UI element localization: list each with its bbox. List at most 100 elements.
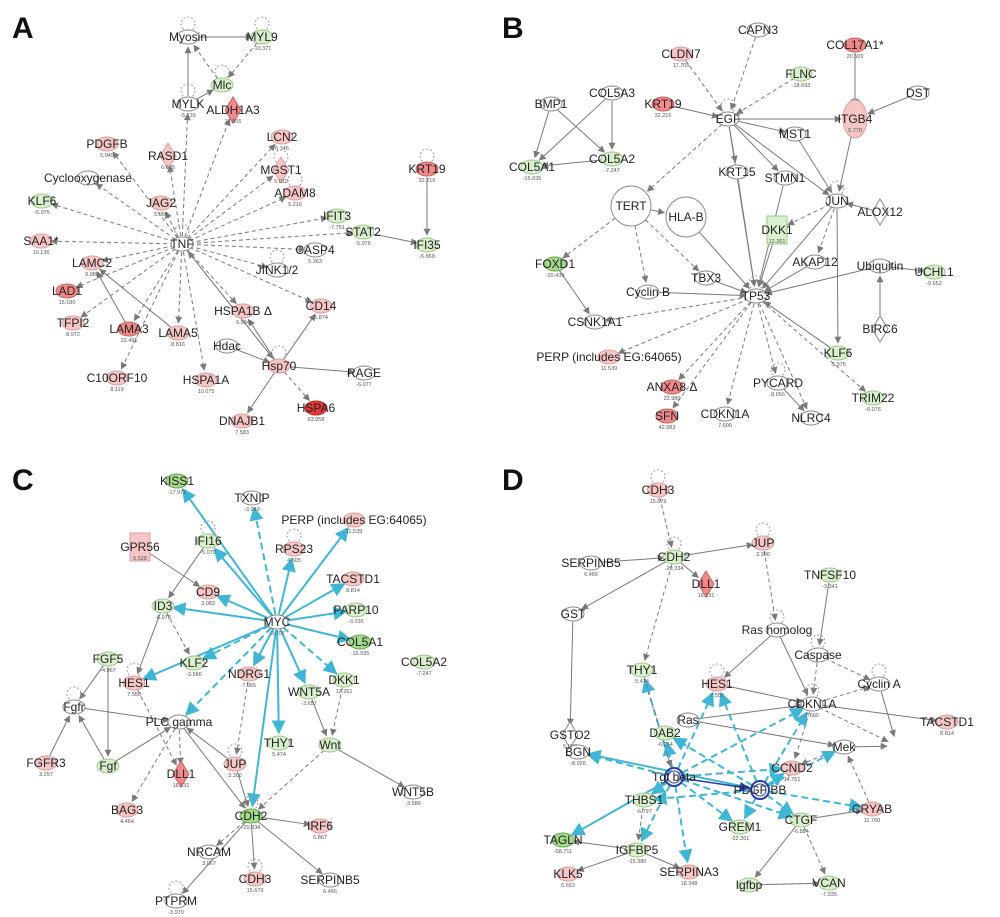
node-krt15[interactable]: KRT15 (718, 164, 756, 180)
node-bgn[interactable]: BGN-8.926 (565, 744, 591, 767)
node-parp10[interactable]: PARP10-3.035 (333, 602, 379, 625)
node-kiss1[interactable]: KISS1-17.972 (160, 473, 194, 496)
node-cdh2c[interactable]: CDH2-20.334 (235, 795, 268, 831)
node-rashom[interactable]: Ras homolog (742, 609, 813, 638)
node-cyclina[interactable]: Cyclin A (857, 663, 901, 692)
node-trim22[interactable]: TRIM22-6.076 (852, 390, 895, 413)
node-tagln[interactable]: TAGLN-58.711 (543, 832, 583, 855)
node-fgf5[interactable]: FGF5-4.967 (93, 651, 124, 674)
node-ifit3[interactable]: IFIT3-7.751 (323, 208, 351, 231)
node-id3[interactable]: ID3-6.978 (151, 598, 175, 621)
node-akap12[interactable]: AKAP12 (792, 254, 838, 270)
node-myl9[interactable]: MYL9-10.371 (246, 16, 278, 52)
node-myosin[interactable]: Myosin (169, 16, 207, 45)
node-rage[interactable]: RAGE-6.077 (347, 365, 381, 388)
node-igfbp[interactable]: Igfbp (736, 877, 763, 893)
node-myc[interactable]: MYC-3.707 (264, 614, 291, 637)
node-jun[interactable]: JUN (825, 180, 849, 209)
node-ifi35[interactable]: IFI35-5.869 (413, 237, 441, 260)
node-mylk[interactable]: MYLK-5.139 (172, 83, 205, 119)
node-col5a2b[interactable]: COL5A2-7.247 (589, 151, 635, 174)
node-pdgfbb[interactable]: PDGF BB (734, 780, 787, 800)
node-txnip[interactable]: TXNIP-3.949 (234, 490, 270, 513)
node-egf[interactable]: EGF (716, 98, 741, 127)
node-igfbp5[interactable]: IGFBP5-15.380 (616, 842, 659, 865)
node-klf6b[interactable]: KLF6-5.975 (824, 345, 853, 368)
node-csnk1a1[interactable]: CSNK1A1 (568, 314, 623, 330)
node-foxd1[interactable]: FOXD1-20.439 (535, 256, 575, 279)
node-mek[interactable]: Mek (832, 739, 857, 755)
node-anxa8[interactable]: ANXA8 Δ22.980 (647, 379, 698, 402)
node-hlab[interactable]: HLA-B (665, 196, 707, 238)
node-ras[interactable]: Ras (676, 712, 700, 728)
node-grem1[interactable]: GREM1-22.361 (719, 819, 762, 842)
node-tnf[interactable]: TNF (170, 223, 194, 252)
node-perpc[interactable]: PERP (includes EG:64065)11.539 (281, 512, 427, 535)
node-capn3[interactable]: CAPN3 (738, 22, 778, 38)
node-fgfr[interactable]: Fgfr (62, 686, 86, 715)
node-nlrc4[interactable]: NLRC4 (791, 410, 831, 426)
node-thbs1[interactable]: THBS1-6.797 (625, 792, 664, 815)
node-alox12[interactable]: ALOX12 (857, 198, 903, 226)
node-fgf[interactable]: Fgf (96, 758, 120, 774)
node-dst[interactable]: DST (906, 85, 931, 101)
node-col5a1b[interactable]: COL5A1-15.935 (509, 159, 555, 182)
node-wnt5a[interactable]: WNT5A-3.657 (288, 684, 330, 707)
node-hsp70[interactable]: Hsp70 (262, 345, 297, 374)
node-saa1[interactable]: SAA1*10.136 (23, 233, 59, 256)
node-hdac[interactable]: Hdac (213, 338, 241, 354)
node-birc6[interactable]: BIRC6 (862, 315, 898, 343)
node-flnc[interactable]: FLNC-18.693 (785, 66, 817, 89)
node-tgfbeta[interactable]: Tgf beta (652, 767, 696, 787)
node-col5a1c[interactable]: COL5A1-15.935 (337, 634, 383, 657)
node-perpb[interactable]: PERP (includes EG:64065)11.539 (536, 349, 682, 372)
node-dab2[interactable]: DAB2-6.254 (649, 725, 681, 748)
node-tnfsf10[interactable]: TNFSF10-3.341 (804, 567, 856, 590)
node-tp53[interactable]: TP53 (742, 275, 771, 304)
node-stat2[interactable]: STAT2-5.076 (345, 224, 381, 247)
